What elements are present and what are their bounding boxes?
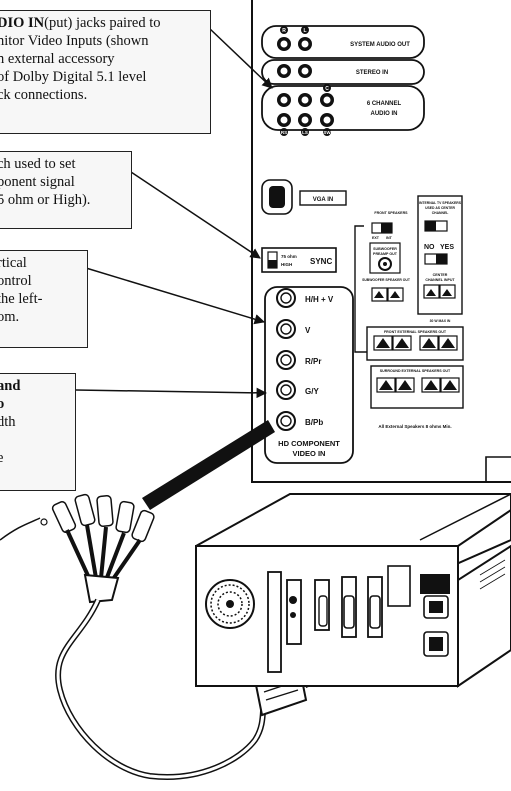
hd-component-label-1: HD COMPONENT [278, 439, 340, 448]
fan-icon [205, 579, 255, 629]
internal-tv-label-1: INTERNAL TV SPEAKERS [419, 201, 462, 205]
jack-r-label: R [282, 28, 286, 34]
audio-callout-line-1: DIO IN(put) jacks paired to [0, 15, 161, 31]
audio-callout-line-2: nitor Video Inputs (shown [0, 33, 149, 49]
jack-l-label: L [303, 28, 306, 34]
int-label: INT [386, 236, 393, 240]
component-arrow [75, 387, 268, 399]
subwoofer-preamp-label-1: SUBWOOFER [373, 247, 397, 251]
hv-callout: rtical ontrol the left- om. [0, 250, 88, 348]
component-callout: and o dth e [0, 373, 76, 491]
sync-callout: ch used to set ponent signal 5 ohm or Hi… [0, 151, 132, 229]
sync-callout-line-3: 5 ohm or High). [0, 192, 91, 208]
jack-ls-label: LS [302, 130, 308, 135]
hv-callout-line-2: ontrol [0, 273, 32, 289]
ext-label: EXT [372, 236, 380, 240]
hv-callout-line-4: om. [0, 309, 20, 325]
center-label-2: CHANNEL INPUT [425, 278, 455, 282]
max-label: 30 W MAX IN [430, 319, 451, 323]
bnc-cable [0, 493, 267, 780]
jack-sw-label: SW [323, 130, 331, 135]
vga-in-label: VGA IN [313, 197, 333, 203]
hv-callout-line-1: rtical [0, 255, 27, 271]
sync-callout-line-2: ponent signal [0, 174, 75, 190]
no-label: NO [424, 244, 435, 251]
surround-ext-label: SURROUND EXTERNAL SPEAKERS OUT [380, 369, 451, 373]
cable-wedge [142, 420, 275, 510]
subwoofer-preamp-label-2: PREAMP OUT [373, 252, 398, 256]
jack-c-label: C [325, 86, 329, 92]
audio-arrow [208, 27, 273, 89]
bpb-label: B/Pb [305, 418, 323, 427]
center-label-1: CENTER [433, 273, 448, 277]
gy-label: G/Y [305, 387, 319, 396]
audio-callout-line-5: ck connections. [0, 87, 88, 103]
hd-component-label-2: VIDEO IN [293, 449, 326, 458]
front-ext-label: FRONT EXTERNAL SPEAKERS OUT [384, 330, 447, 334]
yes-label: YES [440, 244, 454, 251]
six-channel-label-1: 6 CHANNEL [367, 101, 402, 107]
hd-component-panel: H/H + V V R/Pr G/Y B/Pb HD COMPONENT VID… [264, 286, 354, 464]
jack-rs-label: RS [281, 130, 287, 135]
audio-callout-line-4: of Dolby Digital 5.1 level [0, 69, 147, 85]
sync-label: SYNC [310, 257, 332, 266]
component-callout-line-5: e [0, 449, 69, 467]
sync-high-label: HIGH [281, 262, 292, 267]
computer-tower [195, 493, 511, 688]
stereo-in-label: STEREO IN [356, 70, 388, 76]
system-audio-out-label: SYSTEM AUDIO OUT [350, 42, 410, 48]
sync-75-label: 75 ohm [281, 254, 297, 259]
hv-arrow [85, 267, 266, 325]
sync-switch: 75 ohm HIGH SYNC [261, 247, 337, 273]
vga-port: VGA IN [261, 179, 347, 215]
component-callout-line-1: and [0, 378, 21, 394]
audio-callout-line-3: n external accessory [0, 51, 115, 67]
arrows [75, 27, 273, 399]
component-callout-line-3: dth [0, 414, 16, 430]
component-callout-line-2: o [0, 395, 69, 413]
audio-callout: DIO IN(put) jacks paired to nitor Video … [0, 10, 211, 134]
six-channel-label-2: AUDIO IN [371, 111, 398, 117]
sync-callout-line-1: ch used to set [0, 156, 76, 172]
hv-label: H/H + V [305, 295, 334, 304]
component-callout-line-4 [0, 431, 69, 449]
hv-callout-line-3: the left- [0, 291, 43, 307]
audio-jacks-group: R L C RS LS SW SYSTEM AUDIO OUT STEREO I… [261, 25, 425, 136]
internal-tv-label-3: CHANNEL [432, 211, 449, 215]
v-label: V [305, 326, 311, 335]
speaker-section: FRONT SPEAKERS EXT INT SUBWOOFER PREAMP … [354, 195, 464, 429]
rpr-label: R/Pr [305, 357, 321, 366]
front-speakers-label: FRONT SPEAKERS [374, 211, 408, 215]
subwoofer-speaker-out-label: SUBWOOFER SPEAKER OUT [362, 278, 411, 282]
internal-tv-label-2: USED AS CENTER [425, 206, 455, 210]
sync-arrow [127, 169, 261, 259]
all-ext-label: All External Speakers 8 ohms Min. [378, 424, 451, 429]
